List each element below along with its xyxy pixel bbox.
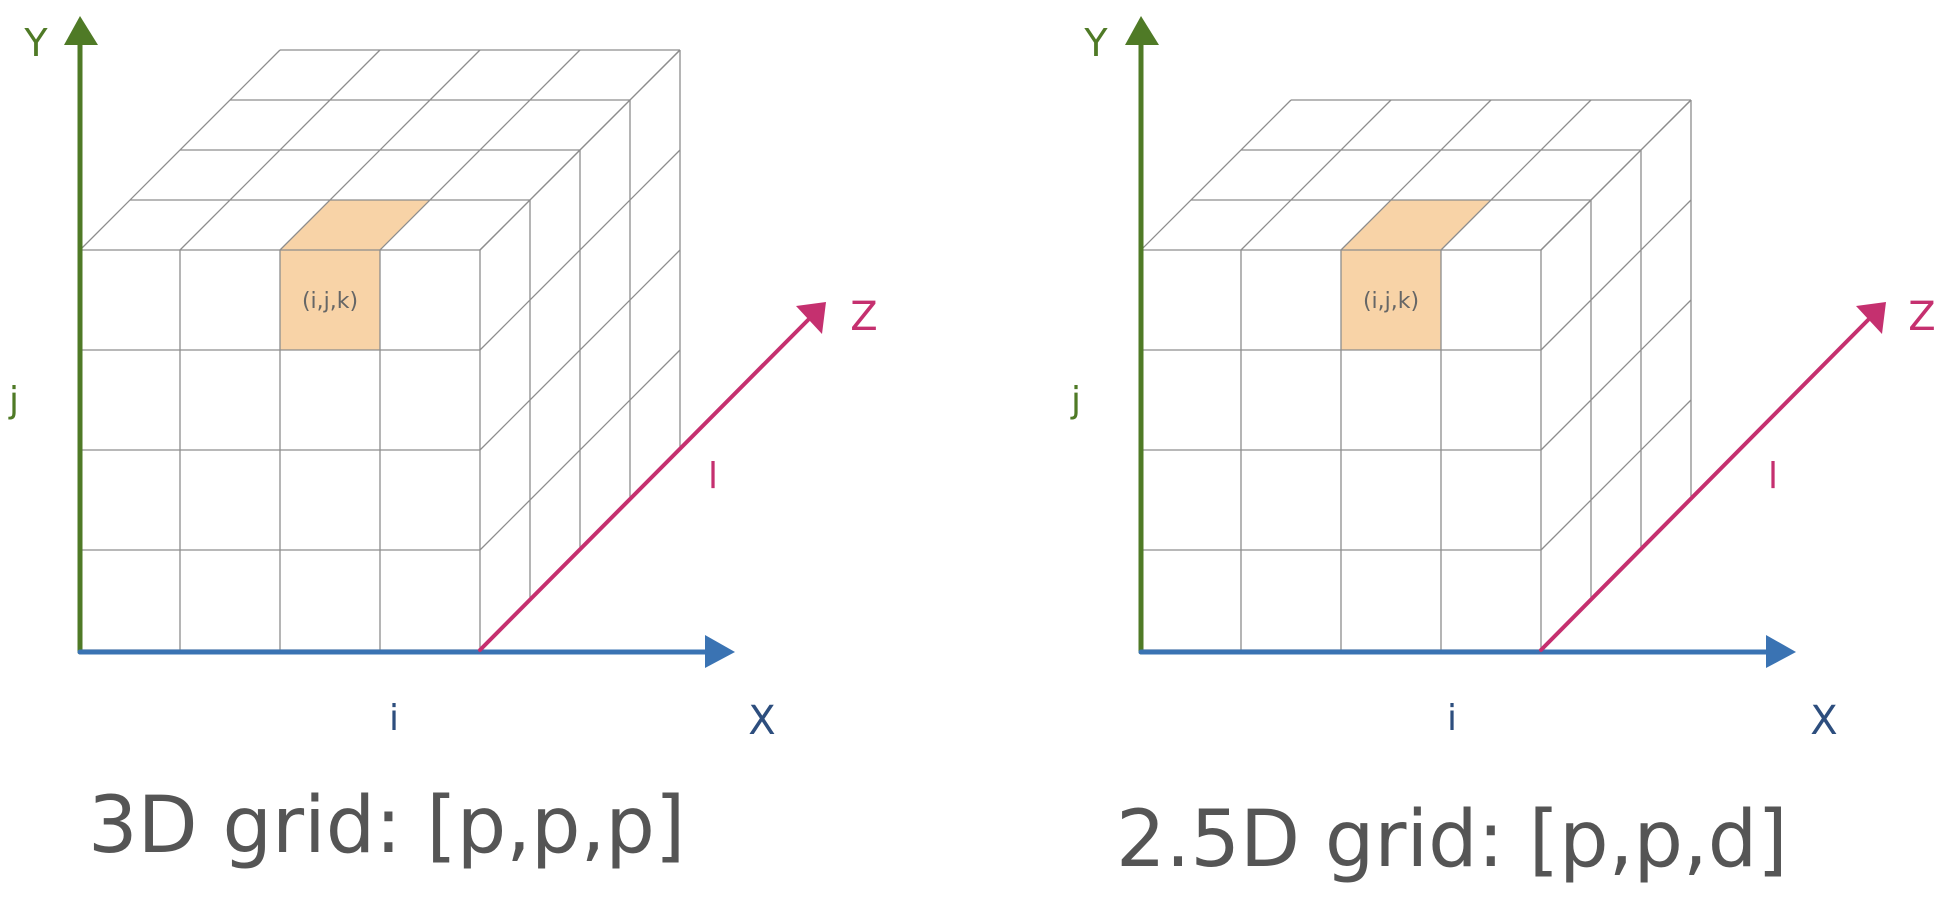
right-side-recede-line: [1540, 99, 1692, 251]
right-side-recede-line: [1540, 399, 1692, 551]
left-x-axis-arrowhead: [705, 635, 735, 668]
right-y-axis-arrowhead: [1125, 16, 1159, 45]
left-y-axis-arrowhead: [64, 16, 98, 45]
right-z-axis-arrowhead: [1856, 302, 1886, 334]
right-highlight-front-cell: [1341, 250, 1441, 350]
right-l-label: l: [1768, 456, 1778, 497]
right-top-recede-line: [1240, 99, 1392, 251]
right-i-label: i: [1447, 698, 1457, 739]
right-y-axis-label: Y: [1083, 21, 1108, 65]
right-z-axis-label: Z: [1908, 294, 1935, 340]
right-top-recede-line: [1440, 99, 1592, 251]
right-x-axis-arrowhead: [1766, 635, 1796, 668]
right-caption: 2.5D grid: [p,p,d]: [1116, 795, 1788, 885]
left-cell-label: (i,j,k): [302, 289, 358, 314]
right-top-recede-line: [1140, 99, 1292, 251]
left-z-axis-label: Z: [850, 294, 877, 340]
right-top-recede-line: [1340, 99, 1492, 251]
right-x-axis-label: X: [1810, 698, 1837, 744]
right-side-recede-line: [1540, 199, 1692, 351]
left-3d-grid-diagram: Y X Z i j l 3D grid: [p,p,p] (i,j,k): [8, 16, 878, 871]
left-z-axis-arrowhead: [796, 302, 826, 334]
right-j-label: j: [1070, 380, 1081, 421]
right-z-axis: [1539, 318, 1870, 652]
right-cell-label: (i,j,k): [1363, 289, 1419, 314]
left-l-label: l: [708, 456, 718, 497]
right-side-recede-line: [1540, 299, 1692, 451]
right-cube: [1140, 99, 1692, 651]
left-y-axis-label: Y: [23, 21, 48, 65]
left-i-label: i: [389, 698, 399, 739]
right-2-5d-grid-diagram: Y X Z i j l 2.5D grid: [p,p,d] (i,j,k): [1070, 16, 1936, 885]
left-z-axis: [478, 318, 810, 652]
left-x-axis-label: X: [748, 698, 775, 744]
left-j-label: j: [8, 380, 19, 421]
left-caption: 3D grid: [p,p,p]: [88, 781, 685, 871]
left-cube: [79, 49, 681, 651]
left-highlight-front-cell: [280, 250, 380, 350]
